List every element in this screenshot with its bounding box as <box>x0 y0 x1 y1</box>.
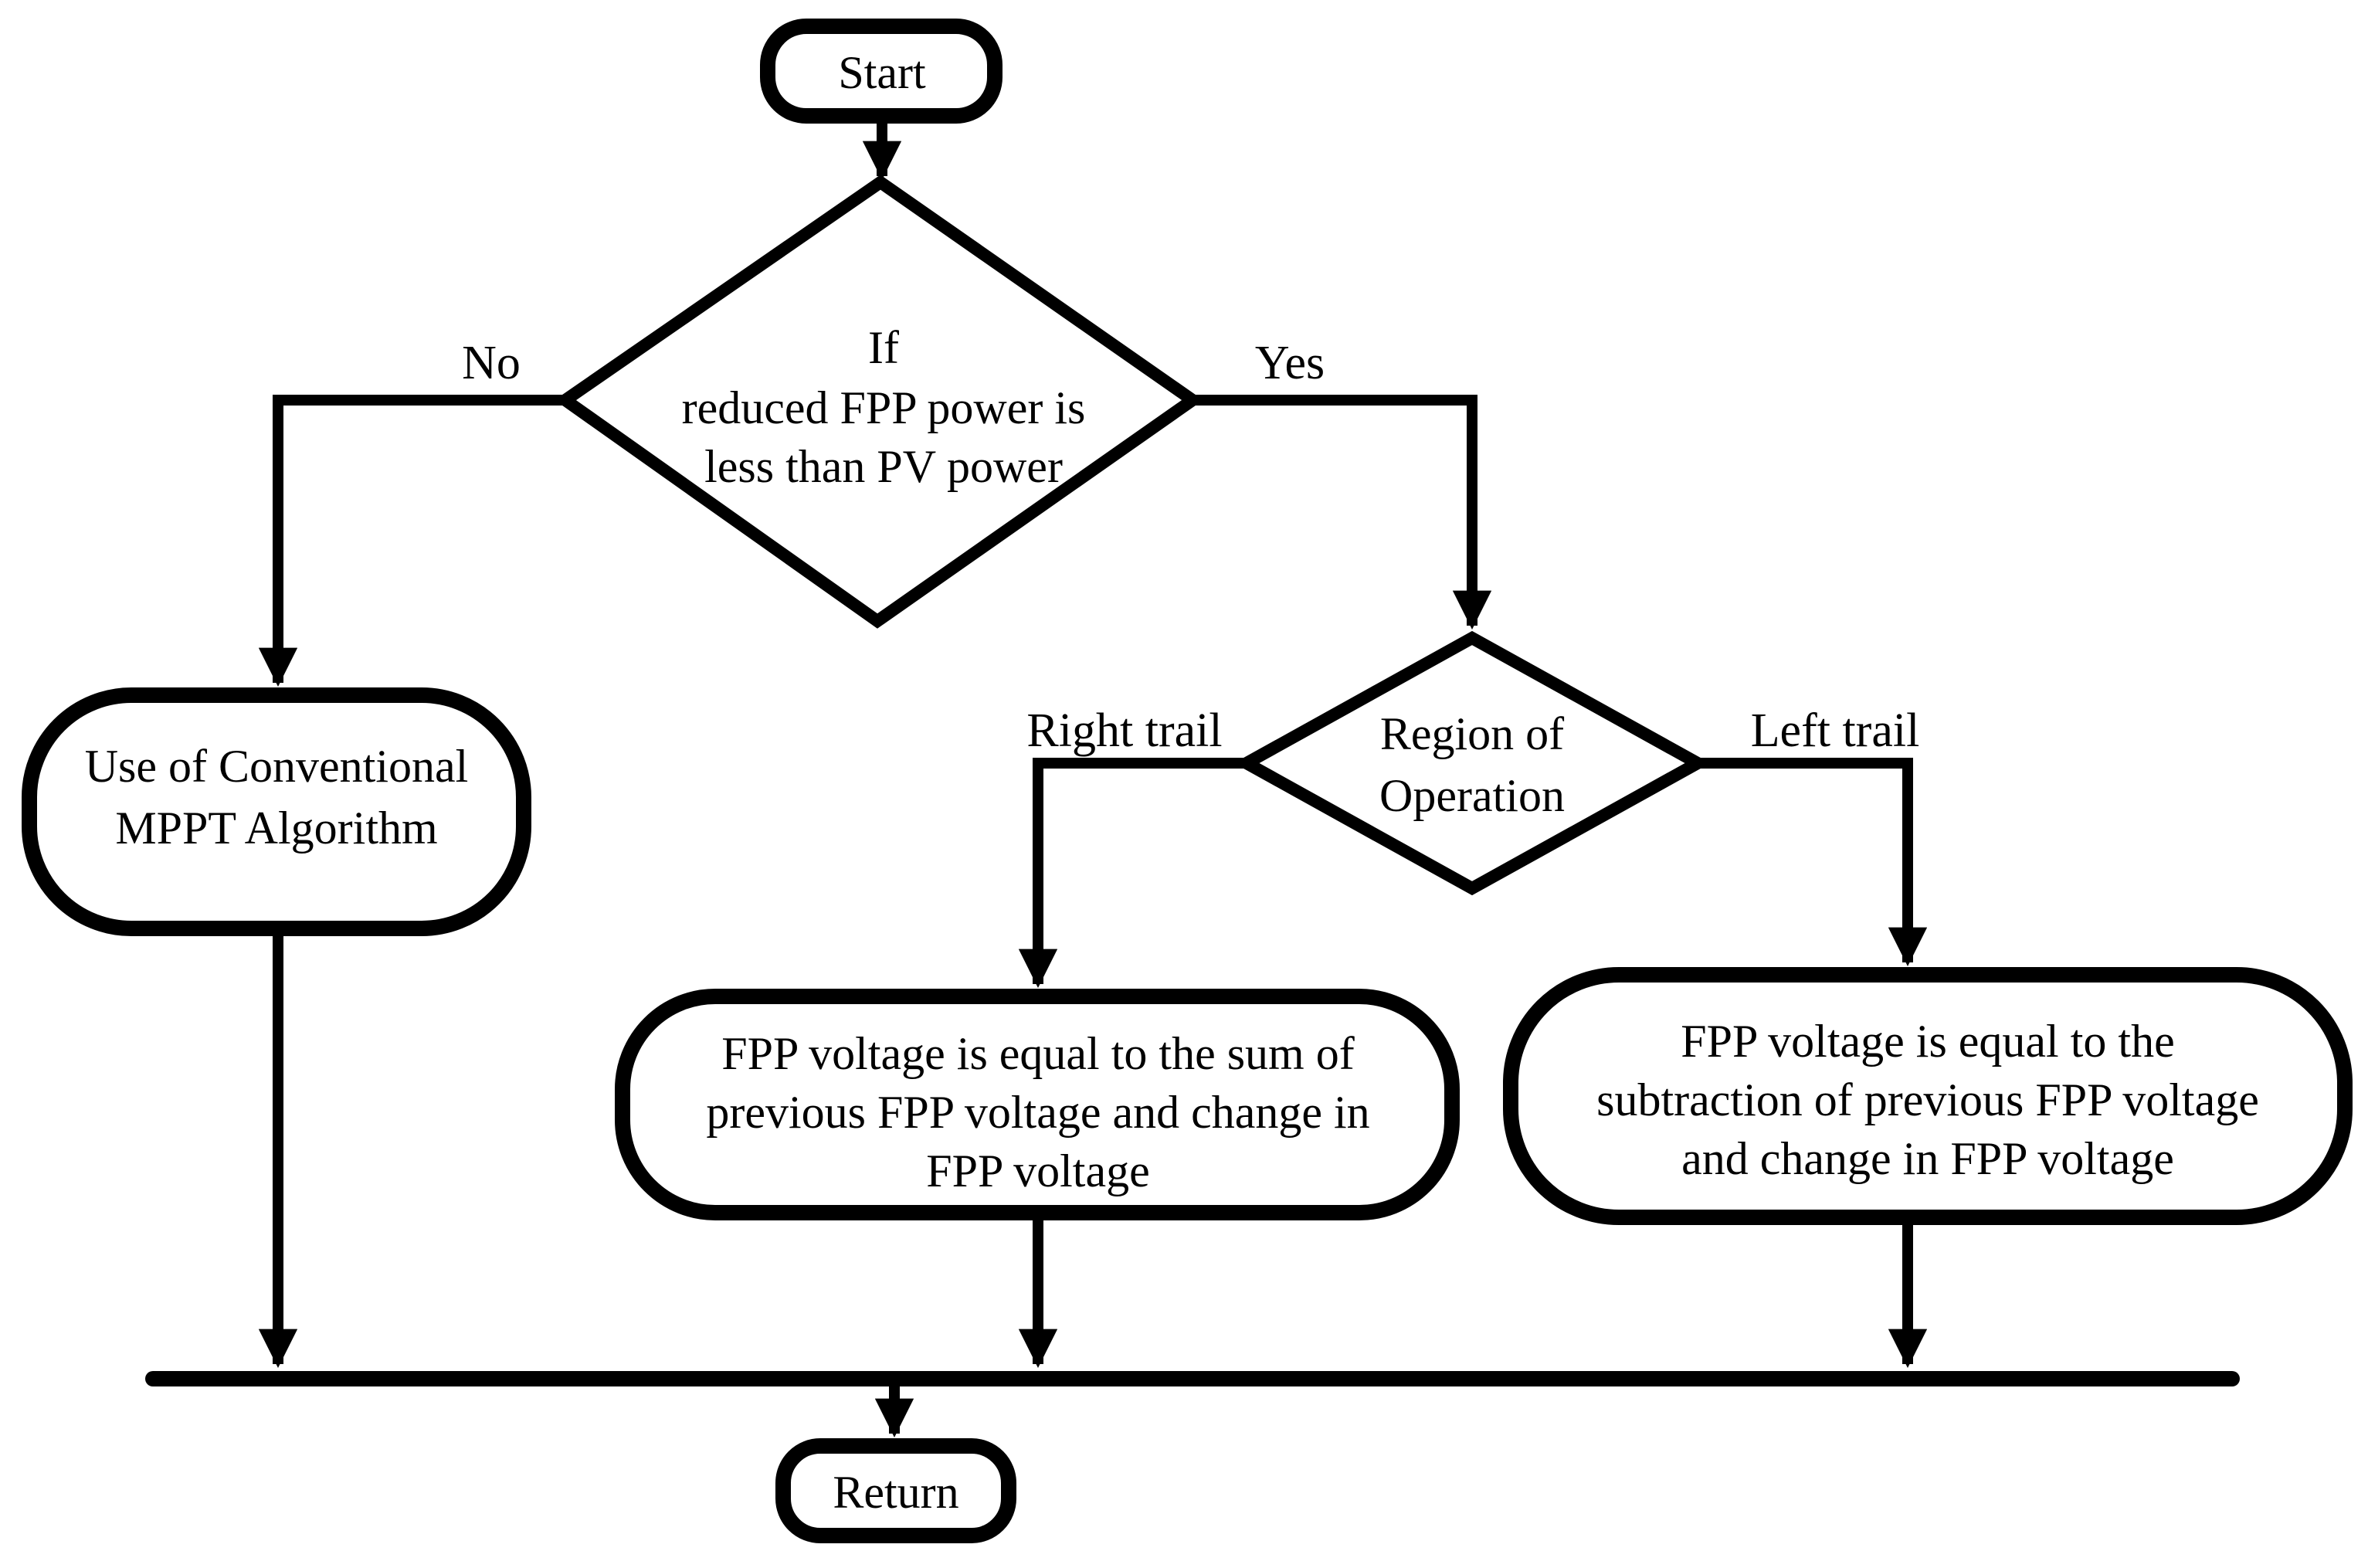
start-label: Start <box>838 47 926 98</box>
left-trail-action-shape <box>1503 967 2353 1225</box>
conventional-mppt-line2: MPPT Algorithm <box>115 803 437 854</box>
edge-label-yes: Yes <box>1255 337 1325 389</box>
left-trail-action-line1: FPP voltage is equal to the <box>1681 1016 2174 1067</box>
right-trail-action-shape <box>615 989 1460 1220</box>
region-decision-line2: Operation <box>1379 770 1565 821</box>
edge-right-trail-branch <box>1018 758 1247 989</box>
return-node: Return <box>775 1438 1016 1543</box>
conventional-mppt-line1: Use of Conventional <box>85 741 469 792</box>
return-shape <box>775 1438 1016 1543</box>
edge-labels: No Yes Right trail Left trail <box>462 337 1919 757</box>
left-trail-action-node: FPP voltage is equal to the subtraction … <box>1503 967 2353 1225</box>
edge-label-right-trail: Right trail <box>1026 704 1222 757</box>
right-trail-action-line2: previous FPP voltage and change in <box>706 1087 1369 1138</box>
start-shape <box>760 19 1002 124</box>
right-trail-action-line3: FPP voltage <box>926 1145 1149 1196</box>
conventional-mppt-node: Use of Conventional MPPT Algorithm <box>22 687 531 936</box>
region-decision-line1: Region of <box>1380 708 1564 759</box>
left-trail-action-line2: subtraction of previous FPP voltage <box>1596 1074 2259 1125</box>
power-decision-shape <box>555 175 1203 629</box>
right-trail-action-line1: FPP voltage is equal to the sum of <box>721 1028 1354 1079</box>
power-decision-line1: If <box>868 322 899 373</box>
region-decision-node: Region of Operation <box>1233 630 1711 896</box>
return-label: Return <box>833 1467 958 1518</box>
edge-yes-branch <box>1192 395 1492 630</box>
start-node: Start <box>760 19 1002 124</box>
right-trail-action-node: FPP voltage is equal to the sum of previ… <box>615 989 1460 1220</box>
region-decision-shape <box>1233 630 1711 896</box>
edge-no-branch <box>258 395 565 687</box>
conventional-mppt-shape <box>22 687 531 936</box>
power-decision-line2: reduced FPP power is <box>682 382 1086 433</box>
power-decision-node: If reduced FPP power is less than PV pow… <box>555 175 1203 629</box>
edges <box>145 116 2240 1438</box>
power-decision-line3: less than PV power <box>704 441 1063 492</box>
edge-label-no: No <box>462 337 521 389</box>
edge-left-trail-branch <box>1698 758 1928 967</box>
edge-label-left-trail: Left trail <box>1751 704 1920 757</box>
left-trail-action-line3: and change in FPP voltage <box>1681 1133 2174 1184</box>
